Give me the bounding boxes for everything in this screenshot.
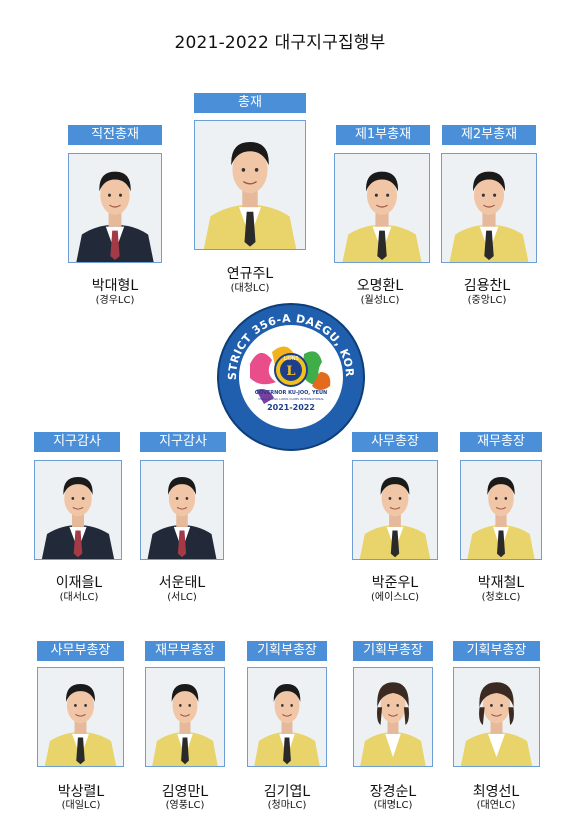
logo-year: 2021-2022 <box>267 403 315 412</box>
logo-small-text: 356-A DAEGU LIONS CLUBS INTERNATIONAL <box>258 397 325 401</box>
role-label: 제2부총재 <box>442 125 536 145</box>
role-label: 사무부총장 <box>37 641 124 661</box>
role-label: 총재 <box>194 93 306 113</box>
member-photo <box>453 667 540 767</box>
member-name: 김용찬L <box>463 278 511 294</box>
member-photo <box>194 120 306 250</box>
member-photo <box>353 667 433 767</box>
role-label: 기획부총장 <box>453 641 540 661</box>
member-photo <box>68 153 162 263</box>
lions-district-logo: DISTRICT 356-A DAEGU, KOREA 따뜻한 세상 함께하는 … <box>216 302 365 451</box>
member-photo <box>37 667 124 767</box>
role-label: 직전총재 <box>68 125 162 145</box>
member-name: 김기엽L <box>263 784 311 800</box>
member-photo <box>140 460 224 560</box>
member-name: 박재철L <box>477 575 525 591</box>
member-photo <box>247 667 327 767</box>
member-name: 최영선L <box>472 784 520 800</box>
member-name: 박대형L <box>91 278 139 294</box>
member-photo <box>334 153 430 263</box>
member-name: 연규주L <box>226 266 274 282</box>
member-club: (대청LC) <box>230 283 270 294</box>
member-club: (청마LC) <box>267 800 307 811</box>
member-club: (대연LC) <box>476 800 516 811</box>
member-club: (청호LC) <box>481 592 521 603</box>
member-club: (대서LC) <box>59 592 99 603</box>
member-photo <box>460 460 542 560</box>
member-name: 박상렬L <box>57 784 105 800</box>
logo-governor-text: GOVERNOR KU-JOO, YEUN <box>255 390 327 396</box>
member-name: 오명환L <box>356 278 404 294</box>
member-name: 서운태L <box>158 575 206 591</box>
role-label: 제1부총재 <box>336 125 430 145</box>
member-name: 김영만L <box>161 784 209 800</box>
member-photo <box>145 667 225 767</box>
member-name: 장경순L <box>369 784 417 800</box>
role-label: 재무총장 <box>460 432 542 452</box>
role-label: 지구감사 <box>34 432 120 452</box>
role-label: 재무부총장 <box>145 641 225 661</box>
member-club: (경우LC) <box>95 295 135 306</box>
role-label: 기획부총장 <box>247 641 327 661</box>
logo-lions-text: LIONS <box>283 356 298 362</box>
member-club: (서LC) <box>167 592 197 603</box>
member-photo <box>34 460 122 560</box>
member-name: 박준우L <box>371 575 419 591</box>
svg-text:L: L <box>286 364 295 379</box>
member-club: (중앙LC) <box>467 295 507 306</box>
member-photo <box>352 460 438 560</box>
member-club: (영풍LC) <box>165 800 205 811</box>
member-club: (월성LC) <box>360 295 400 306</box>
role-label: 지구감사 <box>140 432 226 452</box>
member-club: (대일LC) <box>61 800 101 811</box>
role-label: 사무총장 <box>352 432 438 452</box>
member-club: (대명LC) <box>373 800 413 811</box>
page-title: 2021-2022 대구지구집행부 <box>174 33 386 53</box>
role-label: 기획부총장 <box>353 641 433 661</box>
member-photo <box>441 153 537 263</box>
member-name: 이재을L <box>55 575 103 591</box>
member-club: (에이스LC) <box>371 592 419 603</box>
